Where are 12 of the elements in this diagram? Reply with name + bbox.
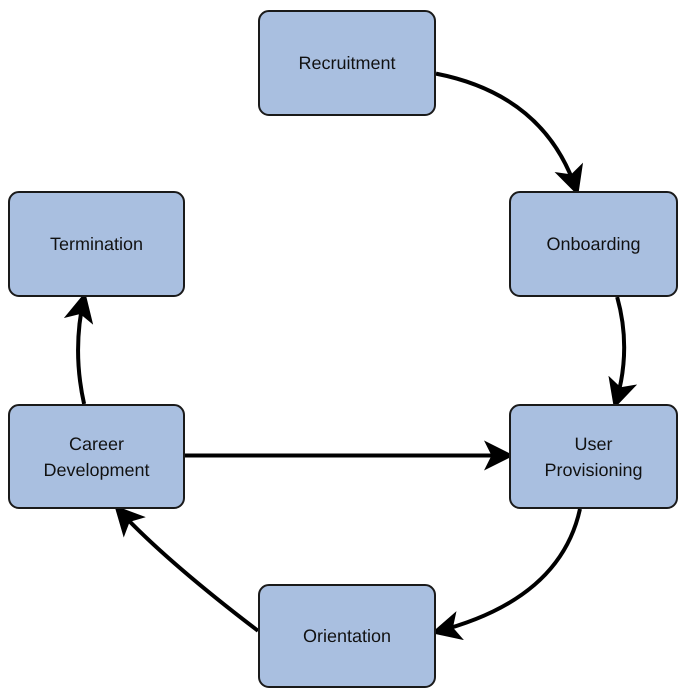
process-box bbox=[258, 10, 436, 116]
box-label: Career Development bbox=[42, 432, 151, 482]
process-box bbox=[8, 404, 185, 509]
process-box bbox=[509, 404, 678, 509]
box-label: Onboarding bbox=[546, 233, 641, 256]
box-label: User Provisioning bbox=[543, 432, 644, 482]
box-label: Termination bbox=[50, 233, 144, 256]
process-box bbox=[8, 191, 185, 297]
process-box bbox=[258, 584, 436, 688]
box-label: Orientation bbox=[302, 625, 392, 648]
process-box bbox=[509, 191, 678, 297]
box-label: Recruitment bbox=[298, 52, 396, 75]
